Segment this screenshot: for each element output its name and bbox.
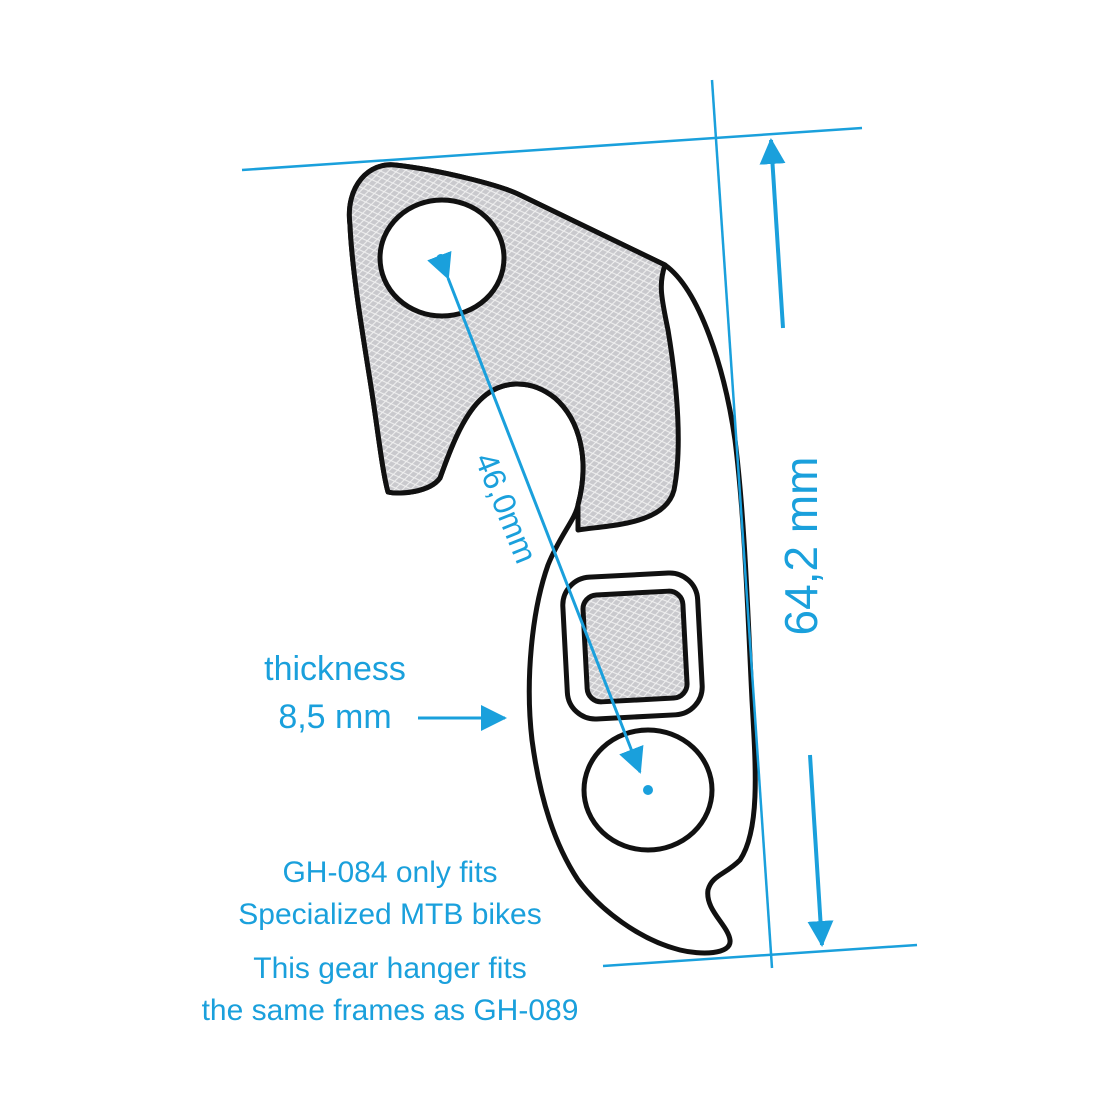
compat-note-line-1: This gear hanger fits	[253, 952, 526, 985]
bottom-hole-center-dot	[643, 785, 653, 795]
fitment-note-line-1: GH-084 only fits	[282, 856, 497, 889]
thickness-label: thickness	[264, 650, 406, 688]
height-arrow-down	[807, 754, 834, 947]
vertical-reference-line	[710, 79, 774, 969]
compat-note-line-2: the same frames as GH-089	[202, 994, 579, 1027]
hole-distance-label: 46,0mm	[468, 448, 545, 569]
height-arrow-up	[759, 138, 786, 329]
window-inner-hatched	[580, 588, 690, 705]
top-hole-center-dot	[436, 254, 446, 264]
thickness-value: 8,5 mm	[278, 698, 391, 736]
fitment-note-line-2: Specialized MTB bikes	[238, 898, 541, 931]
bottom-reference-line	[602, 943, 918, 968]
hole-distance-arrow	[427, 250, 644, 774]
top-reference-line	[241, 126, 863, 172]
height-dimension-label: 64,2 mm	[775, 457, 827, 636]
